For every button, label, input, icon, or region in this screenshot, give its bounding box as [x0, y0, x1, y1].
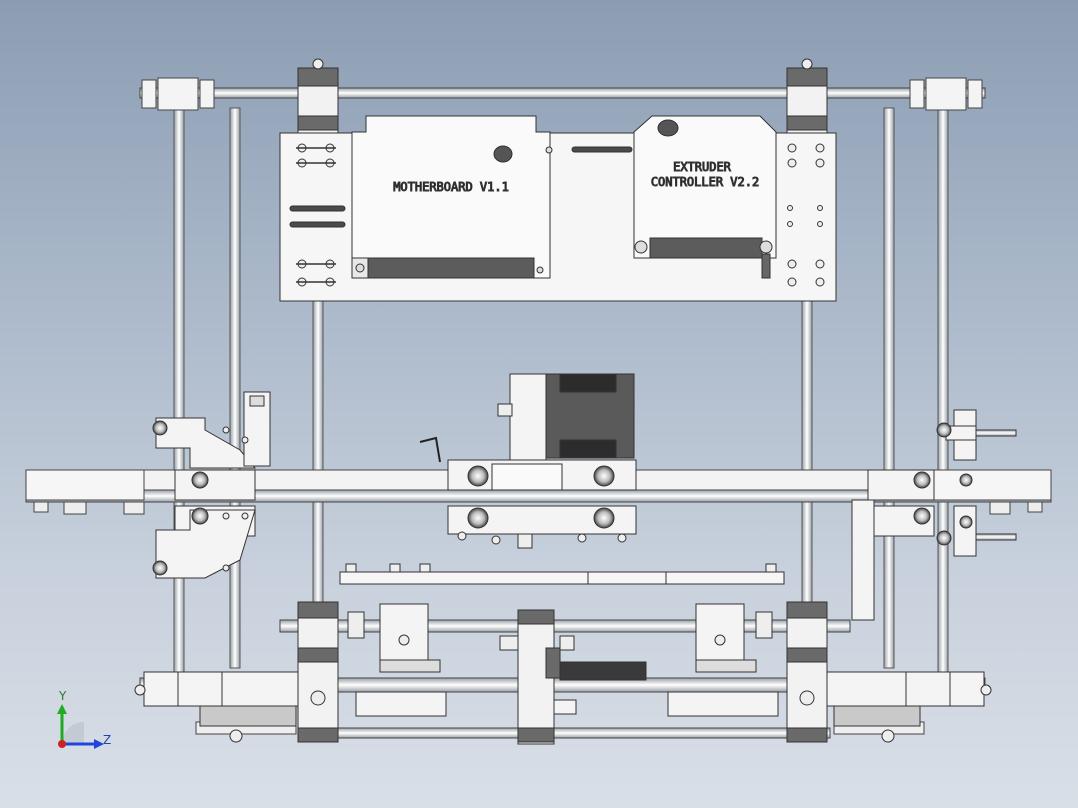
top-corner-clamps: [297, 58, 828, 139]
extruder-controller-board: EXTRUDER CONTROLLER V2.2: [633, 115, 777, 279]
bottom-corner-clamps: [297, 601, 828, 743]
coordinate-triad-icon[interactable]: Y Z: [57, 689, 111, 749]
y-carriage-blocks: [347, 603, 779, 717]
extruder-label-line1: EXTRUDER: [673, 160, 732, 174]
extruder-label-line2: CONTROLLER V2.2: [651, 175, 759, 189]
triad-z-label: Z: [103, 733, 111, 747]
y-motor-assembly: [499, 609, 575, 745]
motherboard-label: MOTHERBOARD V1.1: [393, 180, 509, 194]
top-threaded-rod: [139, 77, 986, 111]
build-platform: [339, 563, 785, 585]
motherboard-board: MOTHERBOARD V1.1: [351, 115, 553, 279]
left-y-brackets: [152, 391, 271, 579]
triad-y-label: Y: [58, 689, 67, 703]
right-y-brackets: [851, 409, 1017, 621]
extruder-carriage: [419, 373, 637, 549]
